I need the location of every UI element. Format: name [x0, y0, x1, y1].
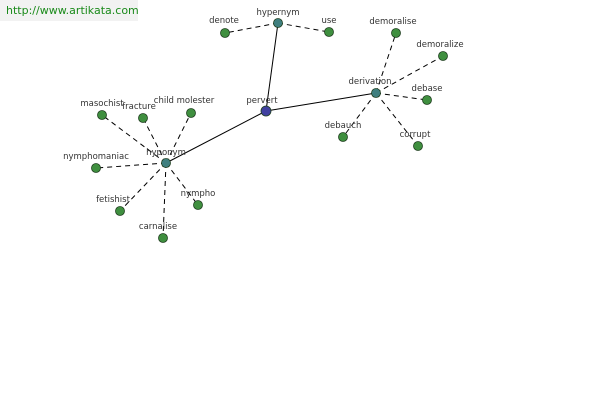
- node-corrupt[interactable]: [413, 141, 423, 151]
- node-debauch[interactable]: [338, 132, 348, 142]
- edge-derivation-demoralise: [375, 32, 397, 94]
- edge-derivation-corrupt: [375, 92, 419, 147]
- label-nymphomaniac[interactable]: nymphomaniac: [63, 152, 129, 162]
- label-hypernym[interactable]: hypernym: [256, 8, 299, 18]
- graph-nodes: [91, 18, 448, 243]
- edge-hyponym-fetishist: [119, 162, 167, 212]
- label-use[interactable]: use: [321, 16, 336, 26]
- node-hyponym[interactable]: [161, 158, 171, 168]
- label-masochist[interactable]: masochist: [80, 99, 124, 109]
- node-use[interactable]: [324, 27, 334, 37]
- label-demoralise[interactable]: demoralise: [369, 17, 416, 27]
- label-corrupt[interactable]: corrupt: [400, 130, 431, 140]
- edge-derivation-demoralize: [375, 55, 444, 94]
- edge-hyponym-nymphomaniac: [95, 162, 167, 169]
- label-hyponym[interactable]: hyponym: [146, 148, 186, 158]
- edge-pervert-hypernym: [265, 22, 279, 112]
- node-demoralize[interactable]: [438, 51, 448, 61]
- label-child-molester[interactable]: child molester: [154, 96, 215, 106]
- node-carnalise[interactable]: [158, 233, 168, 243]
- label-derivation[interactable]: derivation: [348, 77, 391, 87]
- label-fetishist[interactable]: fetishist: [96, 195, 131, 205]
- node-demoralise[interactable]: [391, 28, 401, 38]
- node-derivation[interactable]: [371, 88, 381, 98]
- label-debauch[interactable]: debauch: [325, 121, 362, 131]
- node-nymphomaniac[interactable]: [91, 163, 101, 173]
- label-fracture[interactable]: fracture: [122, 102, 156, 112]
- edge-derivation-debauch: [342, 92, 377, 138]
- label-debase[interactable]: debase: [412, 84, 443, 94]
- node-fetishist[interactable]: [115, 206, 125, 216]
- label-nympho[interactable]: nympho: [181, 189, 216, 199]
- node-child-molester[interactable]: [186, 108, 196, 118]
- node-fracture[interactable]: [138, 113, 148, 123]
- edge-hyponym-carnalise: [162, 162, 167, 239]
- edge-pervert-derivation: [265, 92, 377, 112]
- watermark-link[interactable]: http://www.artikata.com: [0, 0, 139, 21]
- label-pervert[interactable]: pervert: [246, 96, 278, 106]
- node-denote[interactable]: [220, 28, 230, 38]
- node-nympho[interactable]: [193, 200, 203, 210]
- edge-derivation-debase: [375, 92, 428, 101]
- node-debase[interactable]: [422, 95, 432, 105]
- label-denote[interactable]: denote: [209, 16, 239, 26]
- node-hypernym[interactable]: [273, 18, 283, 28]
- node-pervert[interactable]: [260, 105, 272, 117]
- edge-hyponym-masochist: [101, 114, 167, 164]
- label-demoralize[interactable]: demoralize: [416, 40, 463, 50]
- label-carnalise[interactable]: carnalise: [139, 222, 177, 232]
- edge-hyponym-child-molester: [165, 112, 192, 164]
- edge-pervert-hyponym: [165, 110, 267, 164]
- graph-edges: [95, 22, 444, 239]
- node-masochist[interactable]: [97, 110, 107, 120]
